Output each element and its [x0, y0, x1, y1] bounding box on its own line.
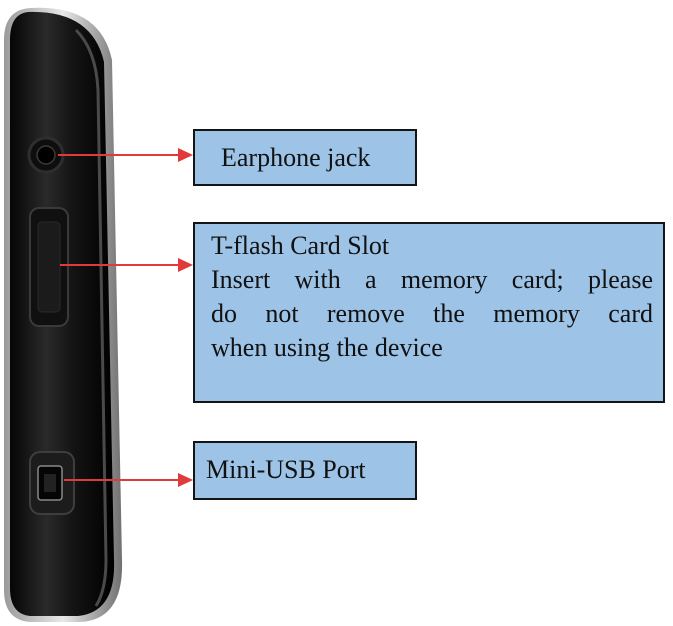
mini-usb-callout: Mini-USB Port — [193, 441, 417, 500]
tflash-description-line: when using the device — [211, 333, 443, 362]
device-highlight — [74, 28, 108, 607]
usb-arrow — [64, 473, 193, 487]
earphone-jack-callout: Earphone jack — [193, 129, 417, 186]
mini-usb-label: Mini-USB Port — [206, 455, 366, 484]
earphone-jack-icon — [27, 136, 65, 174]
tflash-slot-icon — [29, 207, 69, 327]
mini-usb-port-icon — [29, 451, 75, 515]
earphone-jack-label: Earphone jack — [221, 143, 371, 172]
tflash-arrow — [60, 258, 193, 272]
tflash-slot-title: T-flash Card Slot — [211, 231, 390, 260]
tflash-slot-callout: T-flash Card Slot Insert with a memory c… — [193, 222, 665, 403]
tflash-description-line: Insert with a memory card; please — [211, 265, 653, 294]
tflash-description-line: do not remove the memory card — [211, 299, 653, 328]
earphone-arrow — [58, 148, 193, 162]
